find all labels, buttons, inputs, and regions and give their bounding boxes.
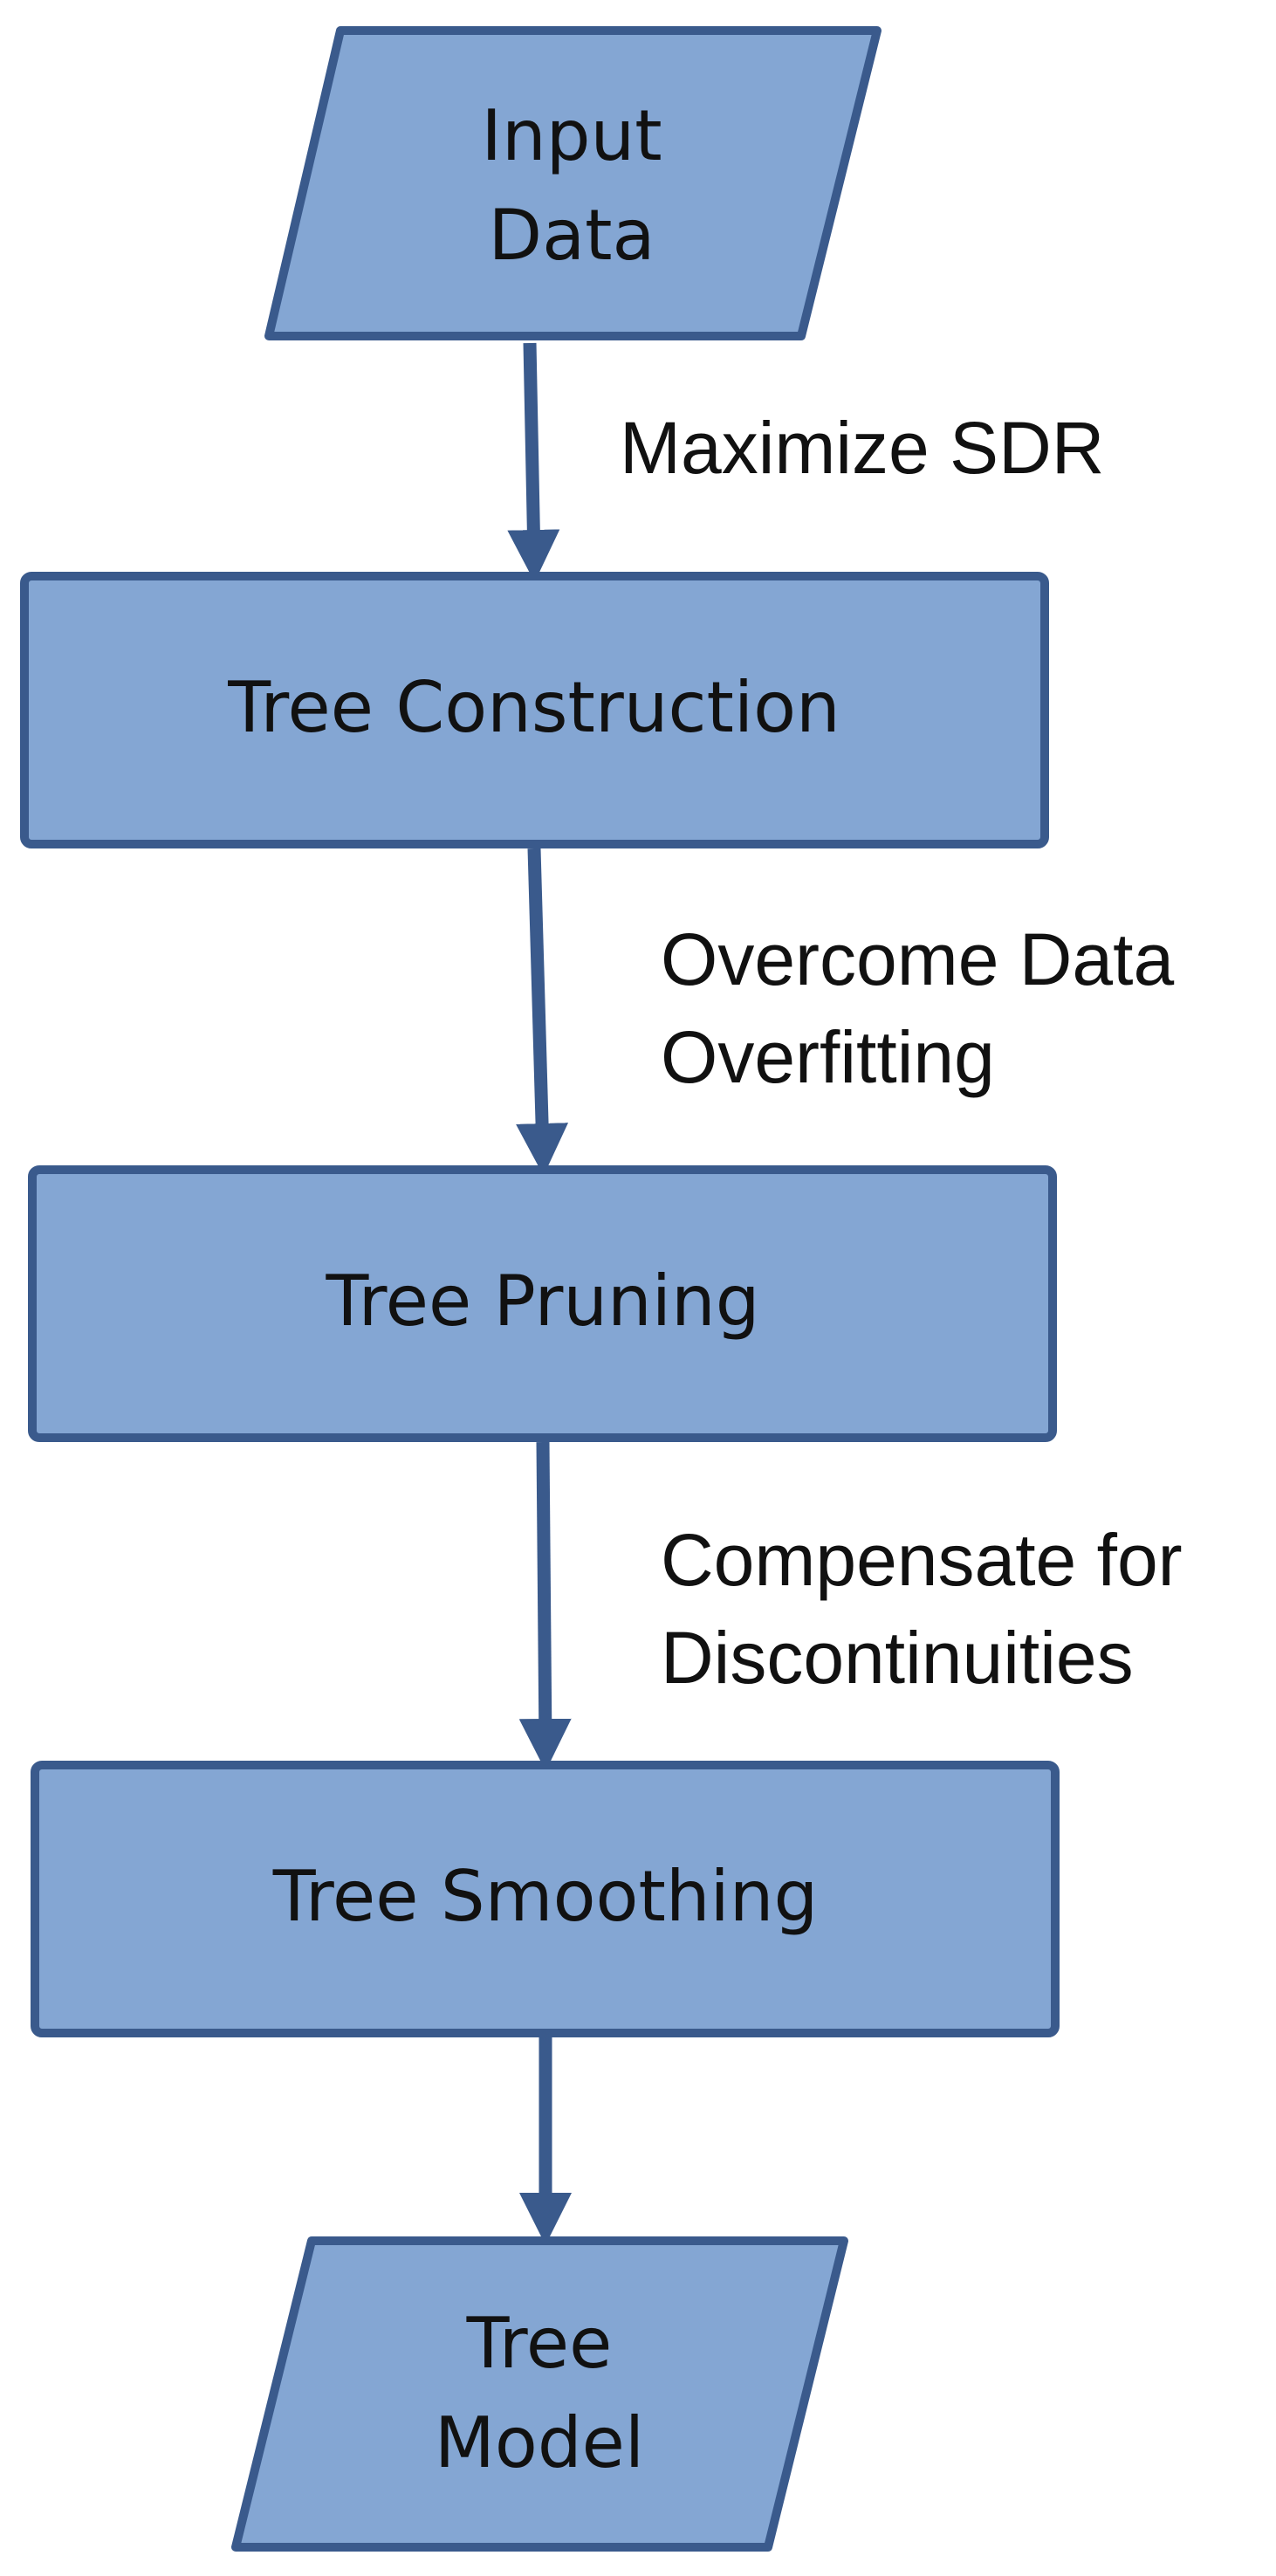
edge-label-overcome-overfitting-line2: Overfitting	[661, 1016, 995, 1098]
node-tree-smoothing: Tree Smoothing	[31, 1761, 1060, 2037]
arrow-pruning-to-smoothing	[518, 1441, 572, 1771]
edges	[507, 342, 572, 2245]
node-input-data: Input Data	[264, 26, 882, 340]
tree-smoothing-shape	[31, 1761, 1060, 2037]
node-tree-pruning: Tree Pruning	[28, 1165, 1057, 1442]
input-data-label-line2: Data	[488, 195, 655, 276]
edge-label-compensate-discontinuities-line2: Discontinuities	[661, 1617, 1134, 1699]
tree-smoothing-label: Tree Smoothing	[272, 1856, 819, 1937]
node-tree-model: Tree Model	[231, 2236, 848, 2552]
tree-model-label-line2: Model	[435, 2402, 644, 2483]
input-data-shape	[264, 26, 882, 340]
arrow-construction-to-pruning	[516, 848, 569, 1176]
tree-model-label-line1: Tree	[466, 2303, 613, 2384]
edge-label-compensate-discontinuities-line1: Compensate for	[661, 1519, 1183, 1601]
edge-label-maximize-sdr: Maximize SDR	[620, 407, 1104, 489]
tree-construction-label: Tree Construction	[227, 667, 840, 748]
tree-model-shape	[231, 2236, 848, 2552]
node-tree-construction: Tree Construction	[20, 572, 1049, 848]
input-data-label-line1: Input	[481, 95, 662, 176]
tree-construction-shape	[20, 572, 1049, 848]
arrow-input-to-construction	[507, 342, 560, 582]
edge-label-overcome-overfitting-line1: Overcome Data	[661, 918, 1174, 1000]
tree-pruning-shape	[28, 1165, 1057, 1442]
tree-pruning-label: Tree Pruning	[326, 1261, 760, 1342]
